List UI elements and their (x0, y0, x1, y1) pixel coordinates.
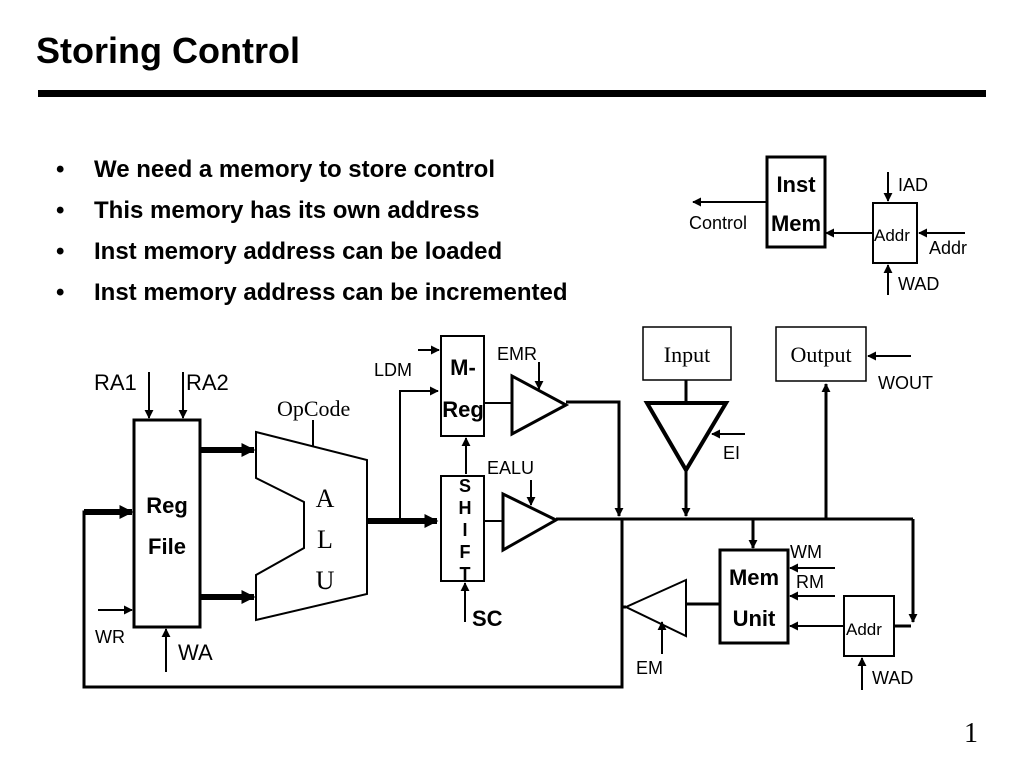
inst-mem-box (765, 155, 827, 249)
bullet-text: We need a memory to store control (94, 156, 495, 183)
bullet-list: • We need a memory to store control • This… (56, 152, 568, 316)
ealu-tristate-buffer (501, 491, 560, 553)
register-file-box (132, 418, 202, 629)
bullet-item: • Inst memory address can be loaded (56, 234, 568, 275)
bullet-item: • This memory has its own address (56, 193, 568, 234)
m-register-label: Reg (442, 397, 484, 422)
wad-label: WAD (898, 274, 939, 294)
memory-unit-label: Mem (729, 565, 779, 590)
m-register-label: M- (450, 355, 476, 380)
addr-input-label: Addr (929, 238, 967, 258)
emr-to-bus-wire (566, 400, 624, 517)
output-label: Output (790, 342, 851, 367)
sc-label: SC (472, 606, 503, 631)
mem-wad-label: WAD (872, 668, 913, 688)
input-box (642, 326, 732, 381)
slide-number: 1 (964, 718, 978, 749)
inst-addr-register (872, 202, 918, 264)
bullet-item: • We need a memory to store control (56, 152, 568, 193)
shifter-box (440, 475, 485, 582)
rm-label: RM (796, 572, 824, 592)
alu-to-mreg-wire (399, 386, 439, 521)
bullet-marker: • (56, 156, 65, 183)
control-label: Control (689, 213, 747, 233)
ei-tristate-buffer (643, 401, 730, 474)
alu-label: U (316, 566, 335, 595)
ldm-label: LDM (374, 360, 412, 380)
memory-unit-box (718, 548, 790, 645)
bullet-marker: • (56, 197, 65, 224)
shifter-label: S (459, 476, 471, 496)
shifter-label: H (459, 498, 472, 518)
shifter-label: F (460, 542, 471, 562)
wr-label: WR (95, 627, 125, 647)
alu-label: A (316, 484, 335, 513)
inst-mem-label: Inst (776, 172, 816, 197)
opcode-label: OpCode (277, 396, 350, 421)
bullet-text: Inst memory address can be incremented (94, 279, 568, 306)
memory-unit-label: Unit (733, 606, 776, 631)
bullet-item: • Inst memory address can be incremented (56, 275, 568, 316)
em-label: EM (636, 658, 663, 678)
alu-shape (255, 430, 368, 622)
m-register-box (440, 335, 485, 437)
wm-label: WM (790, 542, 822, 562)
emr-label: EMR (497, 344, 537, 364)
title-underline (38, 90, 986, 97)
bullet-text: This memory has its own address (94, 197, 480, 224)
output-box (775, 326, 867, 382)
wout-label: WOUT (878, 373, 933, 393)
em-tristate-buffer (623, 578, 687, 638)
ra1-label: RA1 (94, 370, 137, 395)
inst-addr-label: Addr (874, 226, 910, 245)
ealu-label: EALU (487, 458, 534, 478)
inst-mem-label: Mem (771, 211, 821, 236)
register-file-label: Reg (146, 493, 188, 518)
mem-addr-label: Addr (846, 620, 882, 639)
bullet-marker: • (56, 238, 65, 265)
iad-label: IAD (898, 175, 928, 195)
slide-title: Storing Control (36, 30, 300, 71)
bullet-marker: • (56, 279, 65, 306)
input-label: Input (664, 342, 710, 367)
alu-label: L (317, 525, 333, 554)
ra2-label: RA2 (186, 370, 229, 395)
ei-label: EI (723, 443, 740, 463)
bullet-text: Inst memory address can be loaded (94, 238, 503, 265)
shifter-label: I (462, 520, 467, 540)
register-file-label: File (148, 534, 186, 559)
shifter-label: T (460, 564, 471, 584)
emr-tristate-buffer (510, 373, 570, 437)
wa-label: WA (178, 640, 213, 665)
